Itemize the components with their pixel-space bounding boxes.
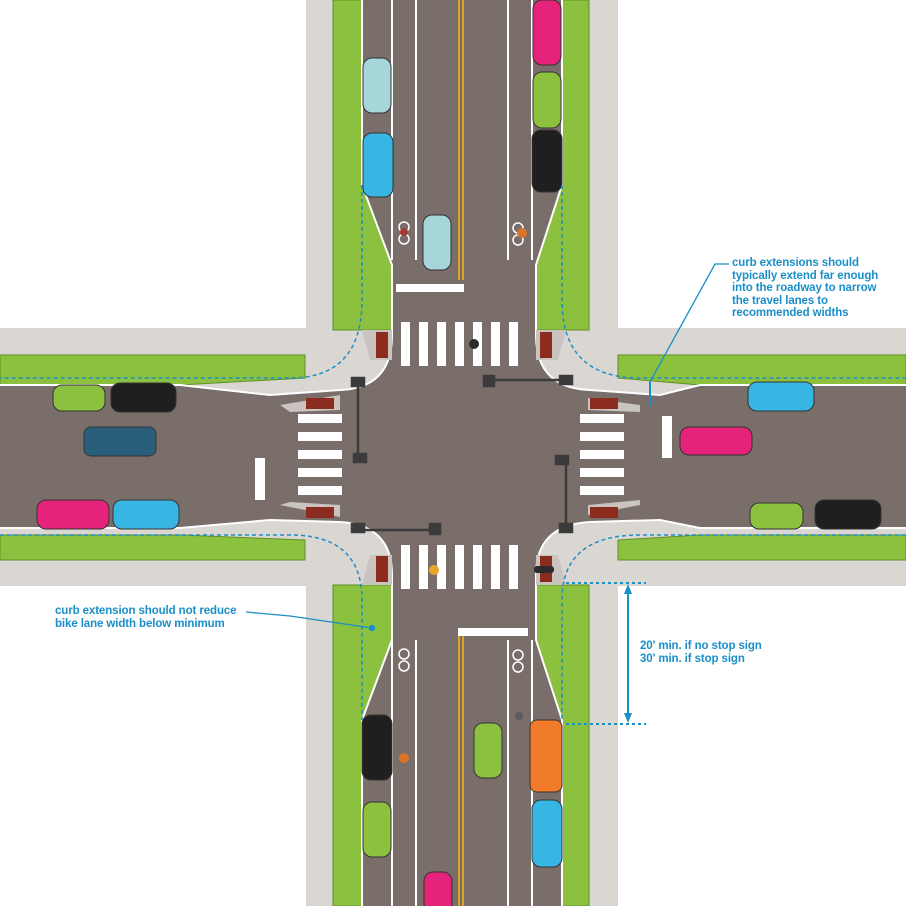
cars <box>36 0 882 906</box>
car-west-5 <box>112 499 180 530</box>
annotation-line: the travel lanes to <box>732 294 828 307</box>
crosswalk-west <box>298 414 342 495</box>
car-east-3 <box>749 502 804 530</box>
annotation-line: bike lane width below minimum <box>55 617 225 630</box>
car-south-5 <box>531 799 563 868</box>
center-lines <box>458 0 464 906</box>
annotation-line: 20' min. if no stop sign <box>640 640 762 652</box>
curb-ramps <box>280 330 640 585</box>
car-east-1 <box>747 381 815 412</box>
car-west-4 <box>36 499 110 530</box>
annotation-line: curb extensions should <box>732 257 859 269</box>
annotation-line: curb extension should not reduce <box>55 605 237 617</box>
original-curb-dashes <box>0 185 906 720</box>
car-north-1 <box>532 0 562 66</box>
stop-bars <box>255 284 672 636</box>
annotation-leaders <box>245 263 729 725</box>
car-west-1 <box>52 384 106 412</box>
car-south-3 <box>529 719 563 793</box>
crosswalk-south <box>401 545 518 589</box>
car-north-5 <box>362 132 394 198</box>
car-south-6 <box>423 871 453 906</box>
car-south-4 <box>362 801 392 858</box>
car-north-4 <box>362 57 392 114</box>
car-east-4 <box>814 499 882 530</box>
car-west-3 <box>83 426 157 457</box>
annotation-line: into the roadway to narrow <box>732 282 877 295</box>
car-south-2 <box>473 722 503 779</box>
annotation-setback-distance: 20' min. if no stop sign 30' min. if sto… <box>640 640 810 665</box>
car-north-2 <box>532 71 562 129</box>
crosswalk-east <box>580 414 624 495</box>
car-north-6 <box>422 214 452 271</box>
car-east-2 <box>679 426 753 456</box>
annotation-line: recommended widths <box>732 307 849 320</box>
annotation-bike-lane-width: curb extension should not reduce bike la… <box>55 605 255 630</box>
signal-poles <box>350 374 574 536</box>
car-north-3 <box>531 129 563 193</box>
car-south-1 <box>361 714 393 781</box>
lane-markings <box>391 0 533 906</box>
cyclists <box>399 228 554 763</box>
car-west-2 <box>110 382 177 413</box>
annotation-line: 30' min. if stop sign <box>640 652 745 665</box>
annotation-line: typically extend far enough <box>732 269 879 282</box>
annotation-curb-extension-width: curb extensions should typically extend … <box>732 257 902 320</box>
